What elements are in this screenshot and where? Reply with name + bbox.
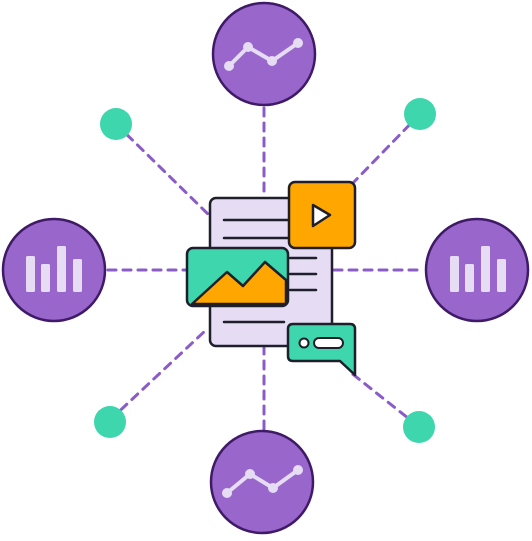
teal-dot-top-left <box>100 108 132 140</box>
connector-top-left <box>114 122 212 218</box>
line-chart-icon <box>211 1 317 107</box>
chat-bubble-icon <box>286 322 357 377</box>
bar-chart-icon <box>424 217 530 323</box>
connector-top-right <box>348 112 422 188</box>
document-lines <box>222 218 318 324</box>
teal-dot-bottom-right <box>403 411 435 443</box>
bar-chart-icon <box>1 217 107 323</box>
teal-dots <box>94 98 436 443</box>
video-play-icon <box>287 180 357 250</box>
line-chart-icon <box>209 429 315 535</box>
image-icon <box>185 246 290 308</box>
connector-bottom-left <box>108 328 208 422</box>
teal-dot-top-right <box>404 98 436 130</box>
teal-dot-bottom-left <box>94 406 126 438</box>
